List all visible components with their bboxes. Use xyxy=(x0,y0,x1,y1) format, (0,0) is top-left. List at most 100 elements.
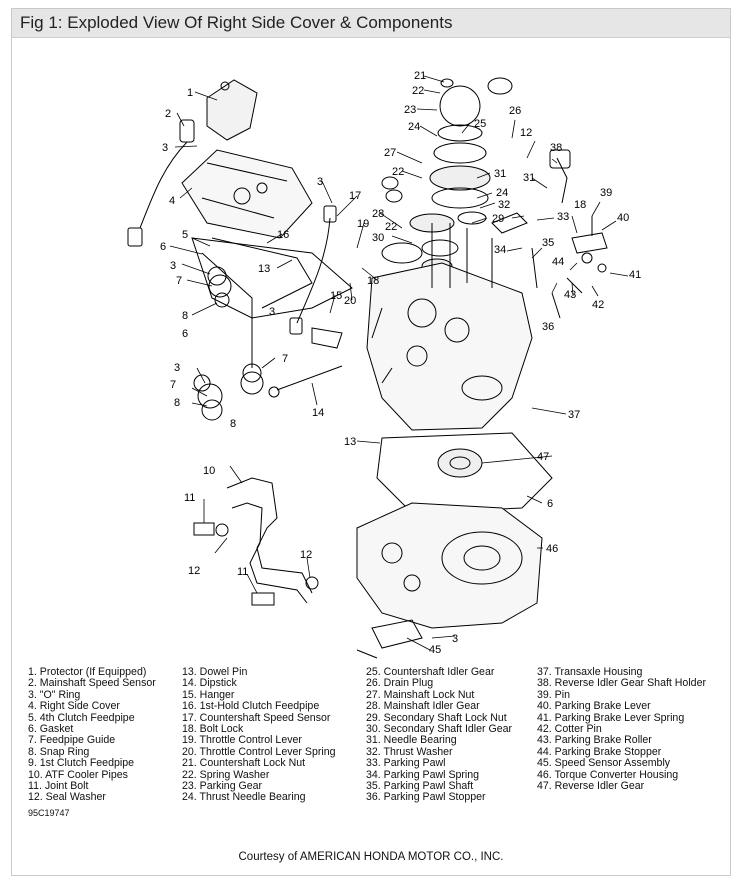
legend-item: 45. Speed Sensor Assembly xyxy=(537,757,671,770)
feedpipes-left xyxy=(193,237,313,421)
callout-6b: 6 xyxy=(182,328,188,340)
callout-25: 25 xyxy=(474,118,486,130)
callout-13b: 13 xyxy=(344,436,356,448)
title-bar: Fig 1: Exploded View Of Right Side Cover… xyxy=(12,9,730,38)
callout-21: 21 xyxy=(414,70,426,82)
callout-39: 39 xyxy=(600,187,612,199)
figure-frame: Fig 1: Exploded View Of Right Side Cover… xyxy=(11,8,731,876)
legend-item: 44. Parking Brake Stopper xyxy=(537,745,662,758)
callout-31: 31 xyxy=(494,168,506,180)
legend-item: 2. Mainshaft Speed Sensor xyxy=(28,677,156,690)
callout-10: 10 xyxy=(203,465,215,477)
legend-item: 32. Thrust Washer xyxy=(366,745,453,758)
legend-item: 35. Parking Pawl Shaft xyxy=(366,780,474,793)
legend-item: 36. Parking Pawl Stopper xyxy=(366,791,486,804)
callout-7c: 7 xyxy=(282,353,288,365)
legend-item: 23. Parking Gear xyxy=(182,780,263,793)
callout-18b: 18 xyxy=(574,199,586,211)
legend-item: 15. Hanger xyxy=(182,688,235,701)
callout-34: 34 xyxy=(494,244,506,256)
legend-item: 22. Spring Washer xyxy=(182,768,270,781)
callout-4: 4 xyxy=(169,195,175,207)
callout-27: 27 xyxy=(384,147,396,159)
callout-16: 16 xyxy=(277,229,289,241)
legend-item: 42. Cotter Pin xyxy=(537,723,602,736)
callout-29: 29 xyxy=(492,213,504,225)
legend-item: 4. Right Side Cover xyxy=(28,700,120,713)
callout-45: 45 xyxy=(429,644,441,656)
legend-item: 46. Torque Converter Housing xyxy=(537,768,679,781)
speed-sensor-assembly xyxy=(356,619,423,659)
callout-20: 20 xyxy=(344,295,356,307)
legend-item: 17. Countershaft Speed Sensor xyxy=(182,711,331,724)
legend-item: 37. Transaxle Housing xyxy=(537,666,643,678)
legend-item: 6. Gasket xyxy=(28,723,74,736)
legend-item: 16. 1st-Hold Clutch Feedpipe xyxy=(182,700,320,713)
mainshaft-speed-sensor xyxy=(127,119,195,247)
exploded-view-drawing: 1 2 3 4 5 6 3 7 8 3 17 19 18 20 16 13 15… xyxy=(127,70,641,659)
callout-15: 15 xyxy=(330,290,342,302)
callout-22: 22 xyxy=(412,85,424,97)
callout-22c: 22 xyxy=(385,221,397,233)
callout-1: 1 xyxy=(187,87,193,99)
legend-item: 39. Pin xyxy=(537,688,570,701)
callout-38: 38 xyxy=(550,142,562,154)
legend-item: 13. Dowel Pin xyxy=(182,666,248,678)
callout-3: 3 xyxy=(162,142,168,154)
legend-item: 9. 1st Clutch Feedpipe xyxy=(28,757,134,770)
callout-3d: 3 xyxy=(174,362,180,374)
callout-43: 43 xyxy=(564,289,576,301)
callout-28: 28 xyxy=(372,208,384,220)
credit-line: Courtesy of AMERICAN HONDA MOTOR CO., IN… xyxy=(238,851,504,863)
gear-stack xyxy=(381,77,513,274)
legend-item: 30. Secondary Shaft Idler Gear xyxy=(366,723,513,736)
callout-30: 30 xyxy=(372,232,384,244)
legend-item: 11. Joint Bolt xyxy=(28,780,89,793)
legend-item: 31. Needle Bearing xyxy=(366,734,457,747)
legend-item: 43. Parking Brake Roller xyxy=(537,734,652,747)
figure-title: Fig 1: Exploded View Of Right Side Cover… xyxy=(20,13,453,32)
legend-item: 41. Parking Brake Lever Spring xyxy=(537,711,685,724)
legend-item: 1. Protector (If Equipped) xyxy=(28,666,147,678)
callout-31b: 31 xyxy=(523,172,535,184)
callout-33: 33 xyxy=(557,211,569,223)
gasket-lower xyxy=(376,432,553,514)
legend-item: 21. Countershaft Lock Nut xyxy=(182,757,306,770)
callout-12b: 12 xyxy=(188,565,200,577)
legend-item: 24. Thrust Needle Bearing xyxy=(182,791,306,804)
callout-26: 26 xyxy=(509,105,521,117)
callout-8c: 8 xyxy=(230,418,236,430)
hanger-and-sensor xyxy=(289,205,343,349)
legend-item: 5. 4th Clutch Feedpipe xyxy=(28,711,135,724)
callout-44: 44 xyxy=(552,256,564,268)
gasket-upper xyxy=(191,237,353,319)
callout-18: 18 xyxy=(367,275,379,287)
legend-column-2: 13. Dowel Pin 14. Dipstick 15. Hanger 16… xyxy=(182,666,336,804)
dipstick xyxy=(268,365,343,398)
callout-42: 42 xyxy=(592,299,604,311)
legend-item: 38. Reverse Idler Gear Shaft Holder xyxy=(537,677,706,690)
callout-3e: 3 xyxy=(269,306,275,318)
callout-19: 19 xyxy=(357,218,369,230)
legend-column-3: 25. Countershaft Idler Gear 26. Drain Pl… xyxy=(366,666,513,804)
legend-item: 7. Feedpipe Guide xyxy=(28,734,116,747)
legend-item: 34. Parking Pawl Spring xyxy=(366,768,480,781)
callout-12c: 12 xyxy=(300,549,312,561)
figure-code: 95C19747 xyxy=(28,808,70,818)
callout-36: 36 xyxy=(542,321,554,333)
callout-3b: 3 xyxy=(170,260,176,272)
callout-40: 40 xyxy=(617,212,629,224)
transaxle-housing xyxy=(366,223,533,431)
callout-3c: 3 xyxy=(317,176,323,188)
callout-24: 24 xyxy=(408,121,420,133)
torque-converter-housing xyxy=(356,502,543,629)
callout-5: 5 xyxy=(182,229,188,241)
callout-13: 13 xyxy=(258,263,270,275)
legend-column-4: 37. Transaxle Housing 38. Reverse Idler … xyxy=(537,666,706,792)
legend-item: 3. "O" Ring xyxy=(28,688,81,701)
legend-item: 20. Throttle Control Lever Spring xyxy=(182,745,336,758)
callout-14: 14 xyxy=(312,407,324,419)
right-side-cover xyxy=(181,149,313,239)
legend-item: 12. Seal Washer xyxy=(28,791,106,804)
callout-22b: 22 xyxy=(392,166,404,178)
